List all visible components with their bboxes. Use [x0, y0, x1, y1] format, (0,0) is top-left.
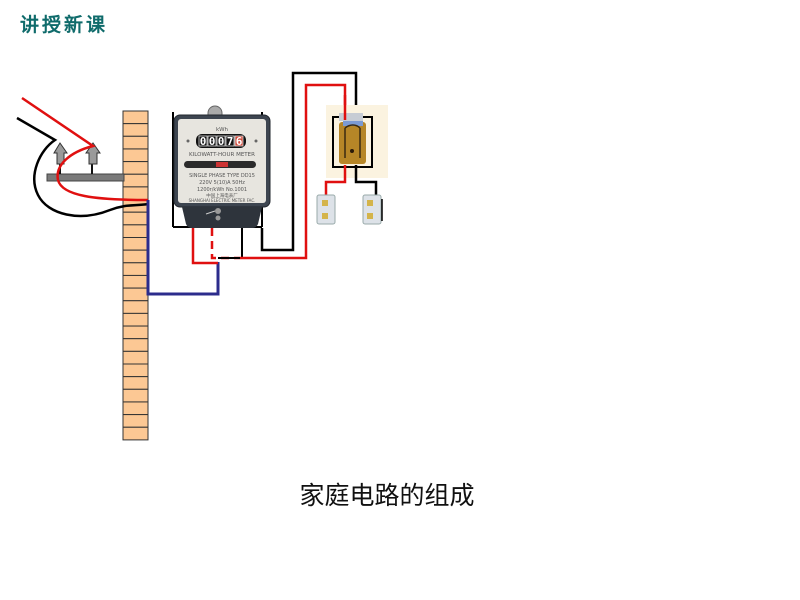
meter-live-out-dashed [210, 228, 240, 260]
meter-spec-line: SINGLE PHASE TYPE DD15 [189, 173, 255, 179]
brick [122, 401, 149, 416]
brick [122, 338, 149, 352]
counter-digit-box [216, 135, 226, 147]
brick [122, 161, 149, 175]
brick [122, 363, 149, 378]
brick [122, 135, 149, 150]
brick [122, 123, 149, 137]
brick [122, 325, 149, 340]
brick [122, 350, 149, 365]
counter-digit: 7 [227, 135, 234, 148]
meter-spec-line: 220V 5(10)A 50Hz [199, 180, 245, 186]
fuse-live-wire [324, 95, 347, 198]
counter-digit: 6 [236, 135, 243, 148]
meter-name-label: KILOWATT-HOUR METER [189, 152, 255, 158]
meter-spec-line: 1200r/kWh No.1001 [197, 187, 247, 193]
counter-digit-box [198, 135, 208, 147]
brick [122, 287, 149, 302]
fuse-neutral-wire [354, 165, 378, 198]
brick-wall [122, 110, 149, 441]
brick [122, 211, 149, 226]
brick [122, 224, 149, 239]
meter-unit-label: kWh [216, 127, 229, 133]
meter-maker-cn: 中国上海电表厂 [206, 192, 238, 199]
counter-digit-box [207, 135, 217, 147]
meter-neutral-link [218, 228, 243, 259]
incoming-neutral-wire [16, 116, 149, 218]
counter-digit: 0 [218, 135, 225, 148]
brick [122, 312, 149, 327]
section-title: 讲授新课 [20, 14, 109, 36]
brick [122, 376, 149, 390]
socket-right [362, 194, 383, 225]
meter-neutral-out-wire [260, 71, 358, 252]
brick [122, 388, 149, 403]
brick [122, 249, 149, 264]
socket-left [316, 194, 336, 225]
meter-live-in-wire [191, 228, 218, 265]
ground-wire [146, 200, 220, 296]
brick [122, 173, 149, 188]
counter-digit-box [234, 135, 244, 147]
brick [122, 300, 149, 314]
counter-digit: 0 [200, 135, 207, 148]
brick [122, 426, 149, 441]
counter-digit-box [225, 135, 235, 147]
brick [122, 262, 149, 276]
meter-maker-en: SHANGHAI ELECTRIC METER FAC. [189, 198, 256, 203]
counter-digit: 0 [209, 135, 216, 148]
brick [122, 237, 149, 251]
brick [122, 414, 149, 428]
brick [122, 148, 149, 163]
brick [122, 274, 149, 289]
brick [122, 186, 149, 201]
brick [122, 110, 149, 125]
insulator-icon [53, 142, 68, 174]
diagram-caption: 家庭电路的组成 [299, 481, 475, 510]
incoming-live-wire [21, 96, 149, 202]
